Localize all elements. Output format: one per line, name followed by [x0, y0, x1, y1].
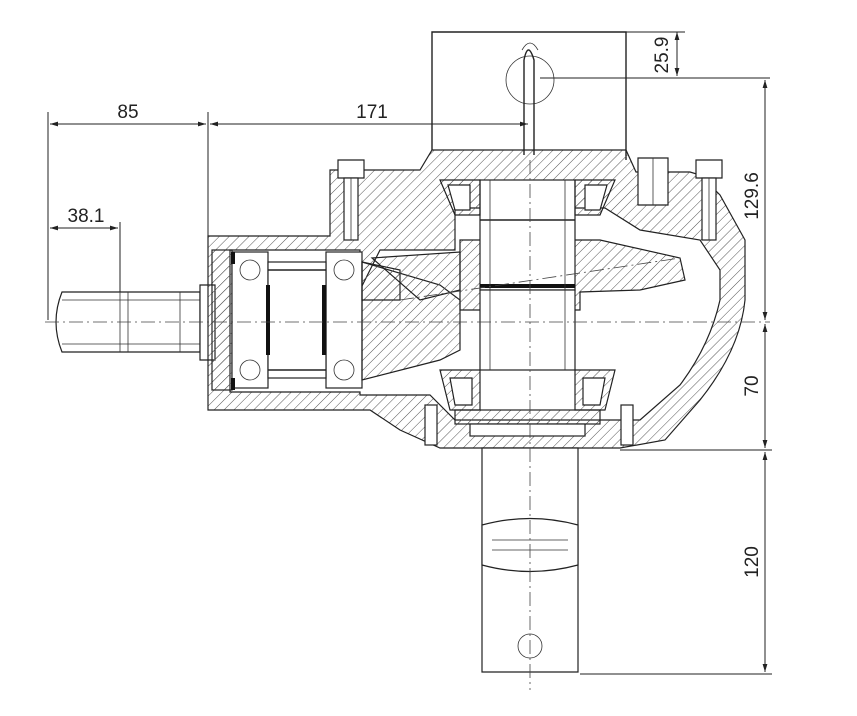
dimension-lines [47, 31, 772, 675]
cotter-pin [521, 42, 539, 155]
dim-25-9-label: 25.9 [652, 37, 673, 74]
dim-38-1-label: 38.1 [68, 206, 105, 227]
housing-bolts [337, 157, 723, 446]
dim-120-label: 120 [742, 546, 763, 578]
output-shaft-core [479, 179, 576, 371]
dim-85-label: 85 [117, 102, 138, 123]
input-bearing-assembly [211, 249, 363, 391]
upper-taper-bearing [439, 179, 616, 216]
input-shaft [55, 284, 216, 361]
dim-70-label: 70 [742, 375, 763, 396]
dim-129-6-label: 129.6 [742, 172, 763, 220]
dim-171-label: 171 [356, 102, 388, 123]
lower-taper-bearing [439, 369, 616, 437]
centerlines [45, 160, 770, 690]
top-mounting-bracket [431, 31, 627, 160]
